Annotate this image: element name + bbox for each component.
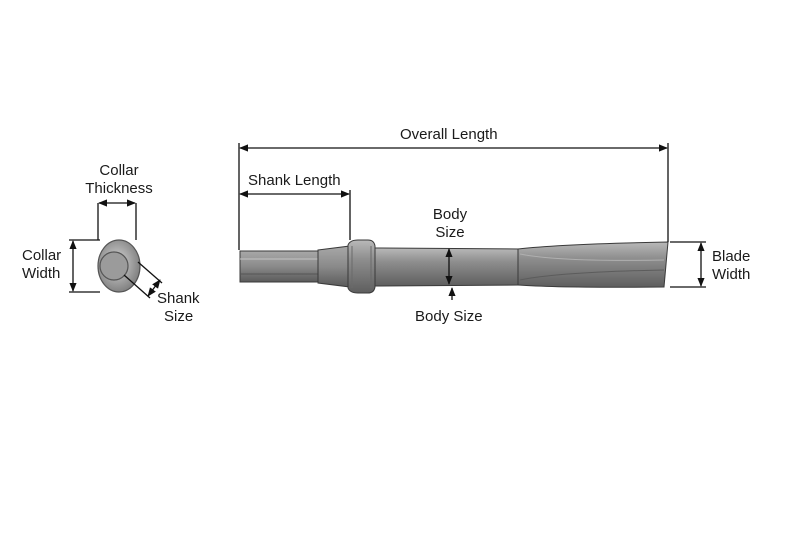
collar-thickness-label-line1: Collar xyxy=(99,162,139,179)
blade-width-label-line1: Blade xyxy=(712,248,751,265)
shank-length-label: Shank Length xyxy=(248,172,341,189)
collar-width-label-line1: Collar xyxy=(22,247,62,264)
body-size-bottom-label: Body Size xyxy=(415,308,483,325)
shank-end-face xyxy=(99,251,129,281)
overall-length-label: Overall Length xyxy=(400,126,498,143)
blade-width-label-line2: Width xyxy=(712,266,751,283)
collar-thickness-label-line2: Thickness xyxy=(85,180,153,197)
dimensions xyxy=(238,143,706,300)
shank-neck xyxy=(317,245,351,288)
shank-size-dimension xyxy=(147,279,161,297)
shank-size-label-line2: Size xyxy=(164,308,194,325)
blade xyxy=(517,241,669,288)
hex-shank xyxy=(239,250,321,283)
collar-width-label-line2: Width xyxy=(22,265,61,282)
end-view xyxy=(69,199,163,299)
collar xyxy=(347,239,376,294)
body-size-top-label-line2: Size xyxy=(435,224,465,241)
body-size-top-label-line1: Body xyxy=(432,206,468,223)
body xyxy=(374,247,521,287)
shank-size-label-line1: Shank xyxy=(157,290,200,307)
chisel-side-view xyxy=(239,239,669,294)
